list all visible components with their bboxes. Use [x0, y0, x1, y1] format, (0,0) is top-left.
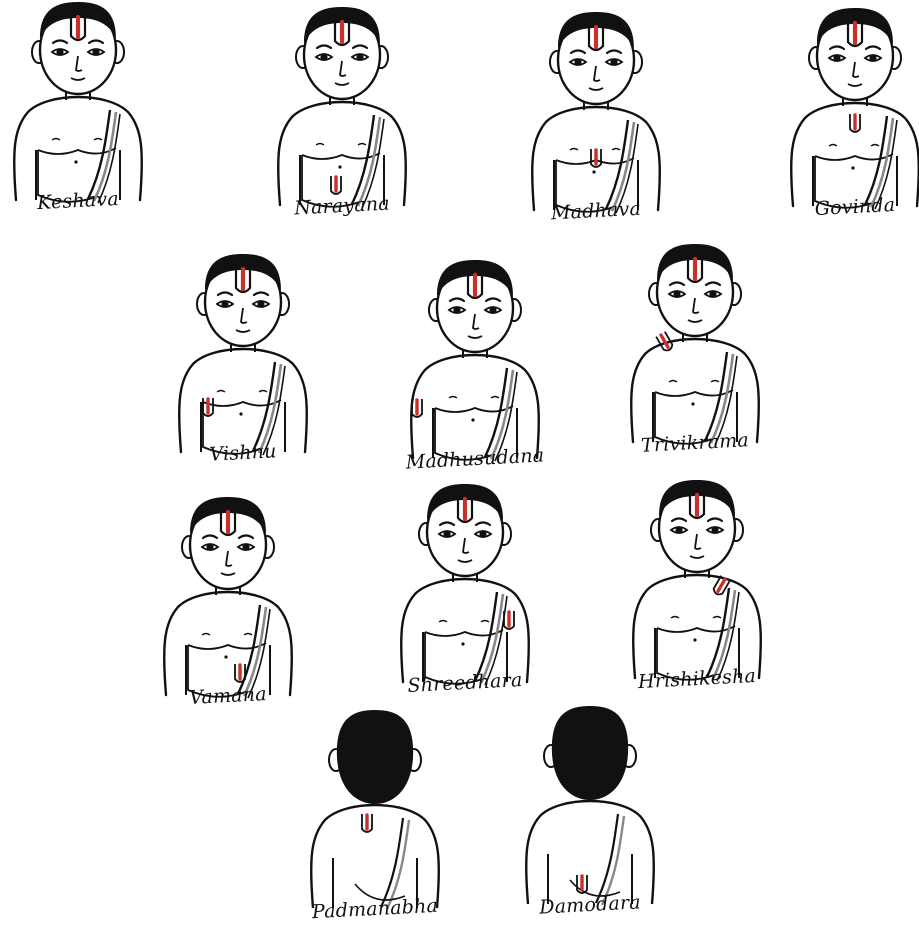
front-view-figure-drawing [0, 0, 158, 215]
front-view-figure-drawing [163, 252, 323, 467]
figure-govinda: Govinda [775, 6, 919, 221]
front-view-figure-drawing [262, 5, 422, 220]
figure-keshava: Keshava [0, 0, 158, 215]
front-view-figure-drawing [395, 258, 555, 473]
front-view-figure-drawing [617, 478, 777, 693]
figure-padmanabha: Padmanabha [295, 708, 455, 923]
front-view-figure-drawing [385, 482, 545, 697]
back-view-figure-drawing [510, 704, 670, 919]
figure-damodara: Damodara [510, 704, 670, 919]
front-view-figure-drawing [615, 242, 775, 457]
figure-madhusudana: Madhusudana [395, 258, 555, 473]
front-view-figure-drawing [775, 6, 919, 221]
front-view-figure-drawing [148, 495, 308, 710]
figure-madhava: Madhava [516, 10, 676, 225]
front-view-figure-drawing [516, 10, 676, 225]
figure-trivikrama: Trivikrama [615, 242, 775, 457]
figure-hrishikesha: Hrishikesha [617, 478, 777, 693]
figure-vamana: Vamana [148, 495, 308, 710]
figure-shreedhara: Shreedhara [385, 482, 545, 697]
figure-narayana: Narayana [262, 5, 422, 220]
figure-vishnu: Vishnu [163, 252, 323, 467]
back-view-figure-drawing [295, 708, 455, 923]
